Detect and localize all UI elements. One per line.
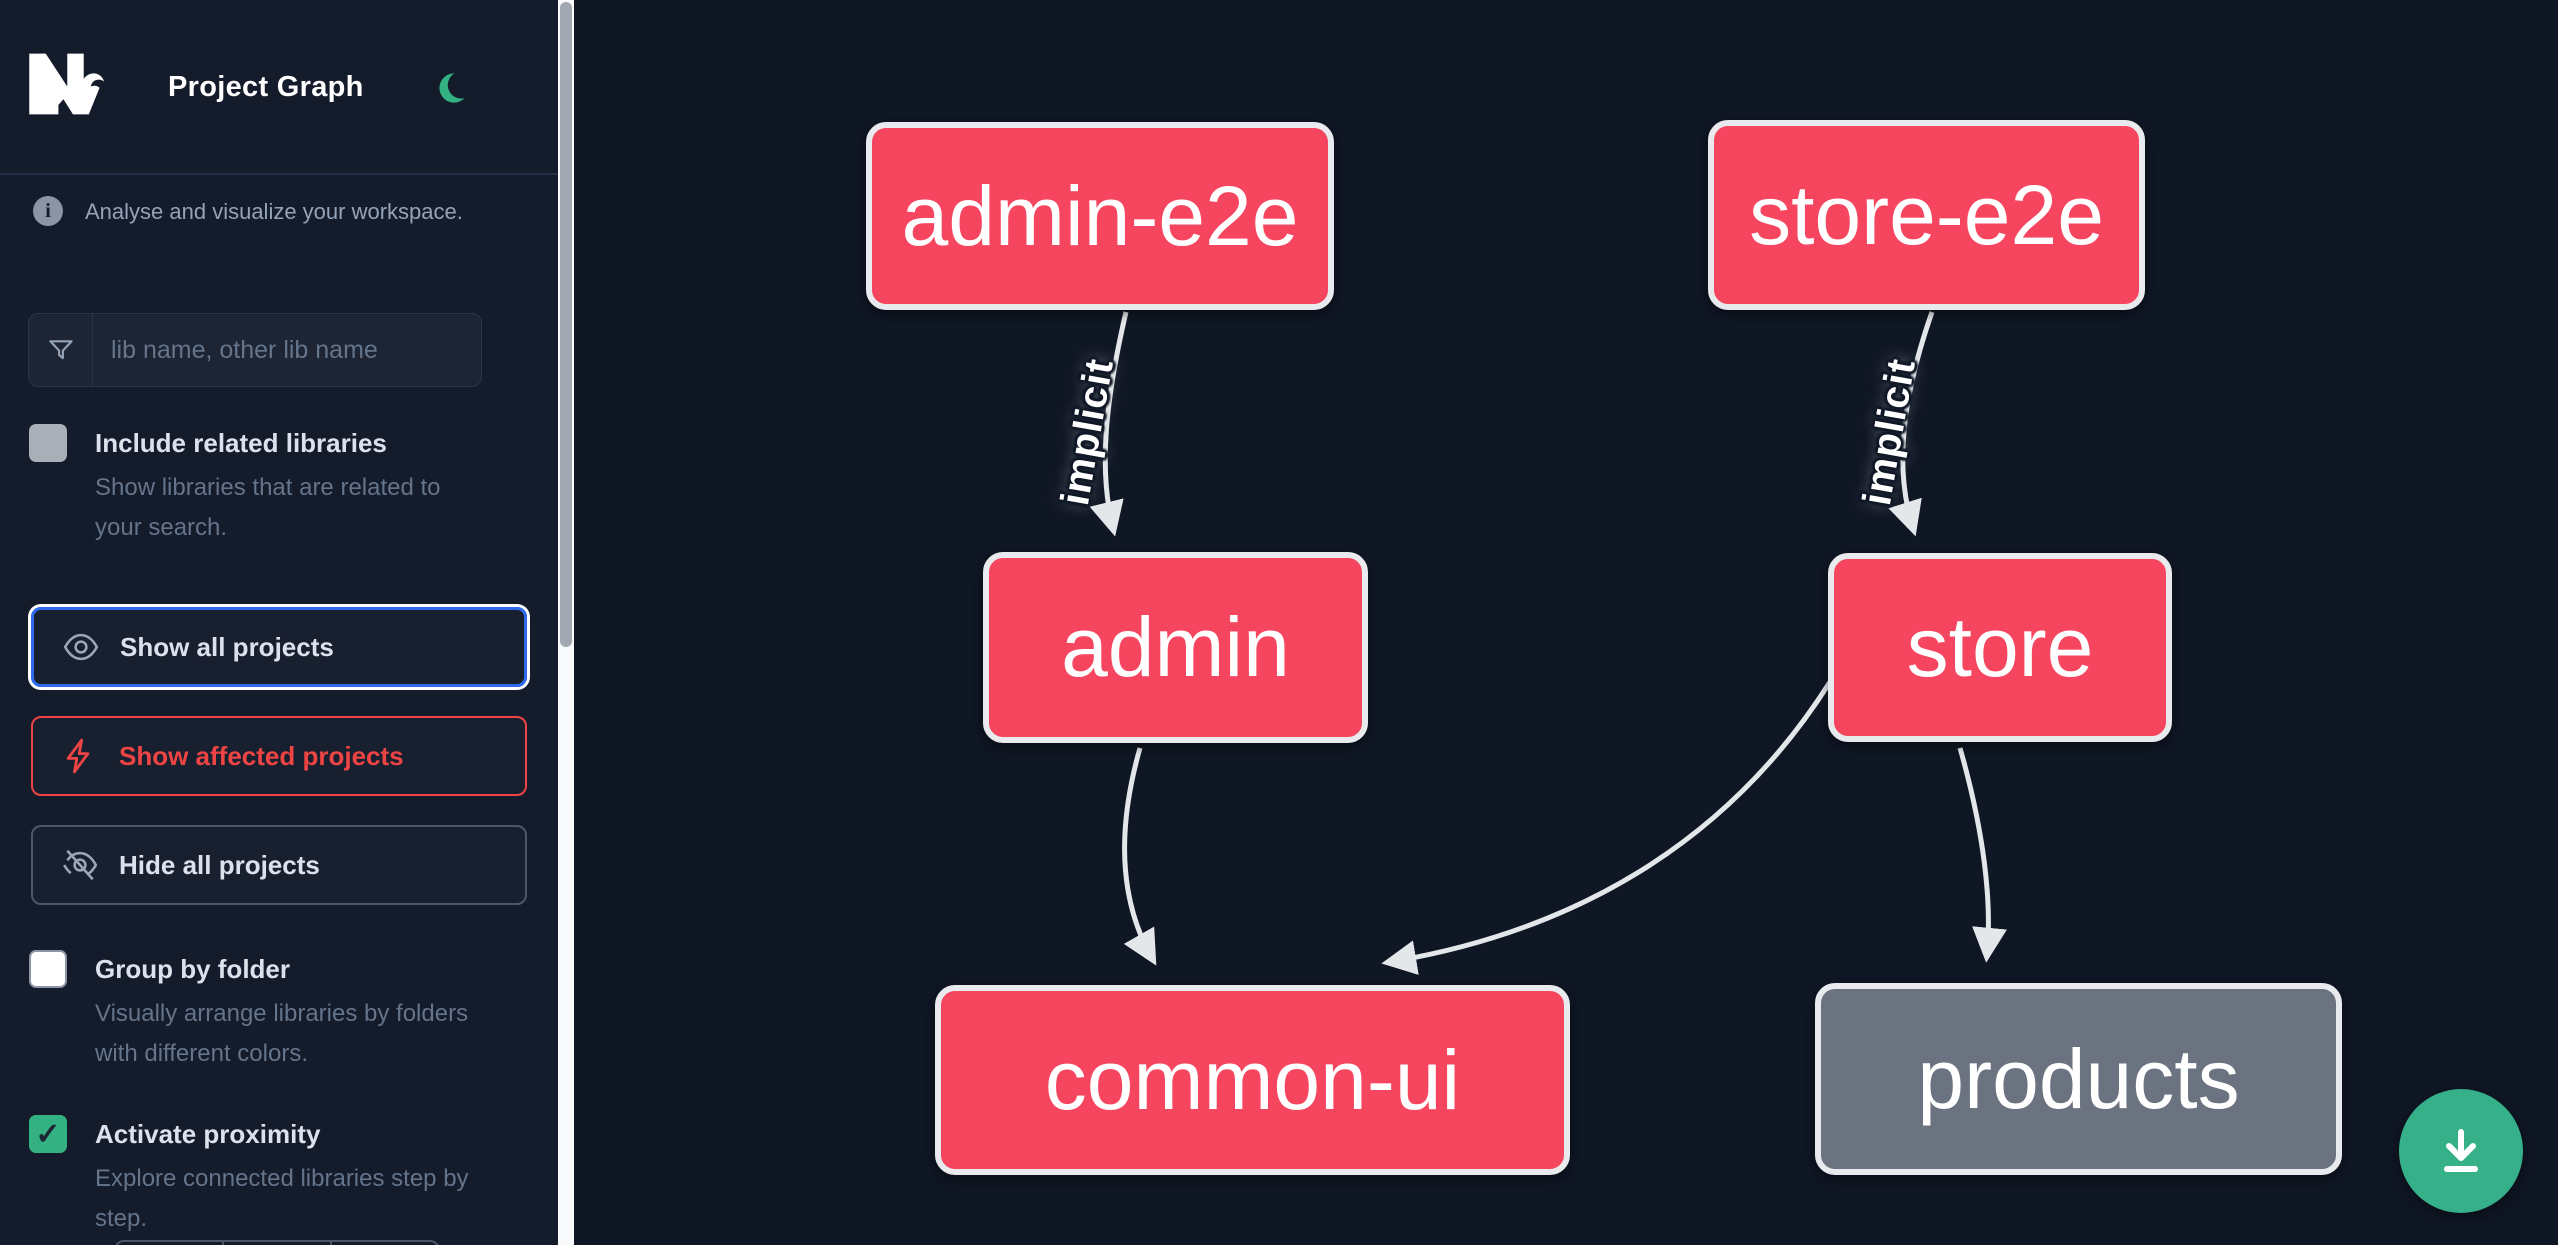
node-label: common-ui (1044, 1032, 1461, 1127)
graph-node-admin[interactable]: admin (983, 552, 1368, 743)
workspace-tagline-row: i Analyse and visualize your workspace. (33, 196, 533, 226)
button-label: Hide all projects (119, 849, 320, 880)
workspace-tagline: Analyse and visualize your workspace. (85, 199, 463, 224)
eye-icon (63, 633, 99, 661)
option-description: Visually arrange libraries by folders wi… (95, 1000, 469, 1067)
download-icon (2444, 1129, 2478, 1172)
graph-node-store[interactable]: store (1828, 553, 2172, 742)
bolt-icon (66, 738, 90, 774)
option-activate-proximity: ✓ Activate proximity Explore connected l… (29, 1115, 529, 1239)
checkmark-icon: ✓ (35, 1117, 61, 1151)
partial-segment[interactable] (116, 1242, 224, 1245)
nx-logo-icon (29, 53, 104, 115)
sidebar-header: Project Graph (0, 0, 558, 175)
option-description: Explore connected libraries step by step… (95, 1165, 469, 1232)
hide-all-projects-button[interactable]: Hide all projects (31, 825, 527, 905)
show-affected-projects-button[interactable]: Show affected projects (31, 716, 527, 796)
option-include-related: Include related libraries Show libraries… (29, 424, 529, 548)
partial-button-group[interactable] (114, 1240, 440, 1245)
button-label: Show all projects (120, 631, 334, 662)
info-icon: i (33, 196, 63, 226)
option-group-by-folder: Group by folder Visually arrange librari… (29, 950, 529, 1074)
library-search (28, 313, 482, 387)
group-by-folder-checkbox[interactable] (29, 950, 67, 988)
graph-node-store-e2e[interactable]: store-e2e (1708, 120, 2145, 310)
sidebar: Project Graph i Analyse and visualize yo… (0, 0, 558, 1245)
filter-funnel-icon (29, 314, 93, 386)
sidebar-scrollbar-track[interactable] (558, 0, 574, 1245)
download-image-button[interactable] (2399, 1089, 2523, 1213)
option-description: Show libraries that are related to your … (95, 474, 441, 541)
node-label: products (1917, 1031, 2240, 1126)
option-label: Group by folder (95, 954, 290, 984)
graph-node-common-ui[interactable]: common-ui (935, 985, 1570, 1175)
page-title: Project Graph (168, 71, 364, 103)
option-label: Activate proximity (95, 1119, 321, 1149)
option-label: Include related libraries (95, 428, 387, 458)
button-label: Show affected projects (119, 740, 404, 771)
sidebar-scrollbar-thumb[interactable] (560, 2, 572, 647)
eye-off-icon (63, 849, 98, 881)
activate-proximity-checkbox[interactable]: ✓ (29, 1115, 67, 1153)
node-label: store-e2e (1749, 167, 2104, 262)
graph-node-admin-e2e[interactable]: admin-e2e (866, 122, 1334, 310)
moon-icon[interactable] (432, 70, 468, 106)
node-label: admin (1061, 600, 1290, 694)
search-input[interactable] (93, 314, 481, 386)
include-related-checkbox[interactable] (29, 424, 67, 462)
show-all-projects-button[interactable]: Show all projects (31, 607, 527, 687)
partial-segment[interactable] (224, 1242, 332, 1245)
node-label: admin-e2e (901, 168, 1299, 263)
graph-node-products[interactable]: products (1815, 983, 2342, 1175)
node-label: store (1906, 600, 2094, 694)
